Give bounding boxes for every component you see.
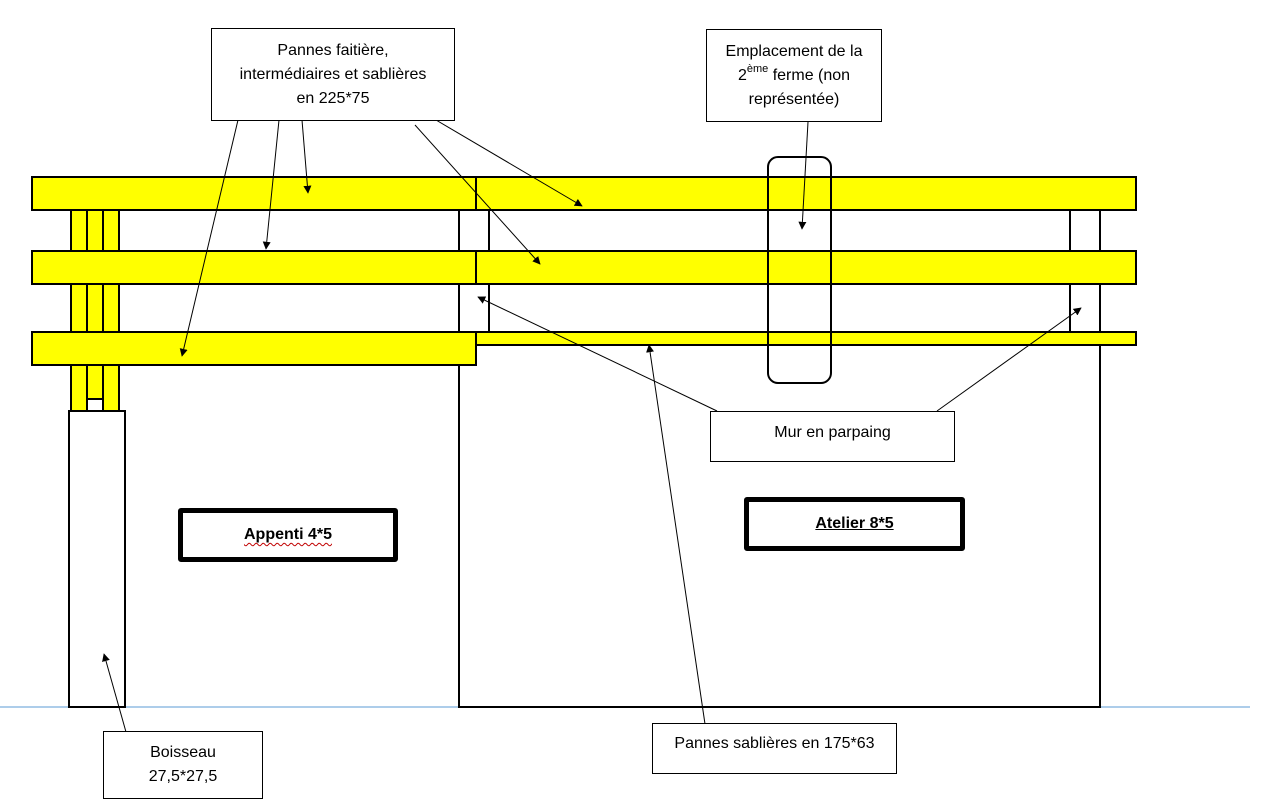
- callout-ferme-line-3: représentée): [748, 90, 840, 108]
- room-label-appenti-text: Appenti 4*5: [243, 526, 332, 543]
- callout-boisseau: Boisseau 27,5*27,5: [103, 731, 263, 799]
- panne-sabliere-atelier: [475, 331, 1137, 346]
- arrow-pannes-to-sabliere-appenti: [179, 119, 239, 357]
- callout-pannes-225-line-1: Pannes faitière,: [277, 41, 389, 59]
- room-label-appenti: Appenti 4*5: [178, 508, 398, 562]
- arrow-pannes-to-intermediaire-appenti: [262, 119, 280, 250]
- panne-faitiere-appenti: [31, 176, 477, 211]
- appenti-posts: [70, 194, 120, 412]
- callout-sablieres-175: Pannes sablières en 175*63: [652, 723, 897, 774]
- panne-intermediaire-atelier: [475, 250, 1137, 285]
- callout-pannes-225-line-3: en 225*75: [296, 89, 370, 107]
- arrows: [102, 119, 1082, 733]
- room-label-atelier-text: Atelier 8*5: [815, 515, 894, 532]
- wall-post-left-lower: [458, 283, 490, 333]
- arrow-pannes-to-faitiere-atelier: [435, 119, 583, 207]
- arrow-pannes-to-intermediaire-atelier: [414, 124, 541, 265]
- callout-boisseau-line-1: Boisseau: [150, 744, 216, 761]
- callout-ferme: Emplacement de la 2ème ferme (non représ…: [706, 29, 882, 122]
- callout-ferme-line-2-post: ferme (non: [768, 66, 851, 84]
- callout-ferme-line-2-sup: ème: [746, 63, 769, 76]
- callout-sablieres-175-label: Pannes sablières en 175*63: [674, 735, 875, 752]
- callout-boisseau-line-2: 27,5*27,5: [148, 768, 218, 785]
- arrow-mur-left: [477, 296, 718, 412]
- panne-sabliere-appenti: [31, 331, 477, 366]
- callout-ferme-line-2: 2ème ferme (non: [707, 64, 881, 88]
- arrow-pannes-to-faitiere-appenti: [301, 119, 312, 194]
- callout-mur-parpaing: Mur en parpaing: [710, 411, 955, 462]
- ferme-location-outline: [767, 156, 832, 384]
- arrow-mur-right: [936, 307, 1082, 412]
- callout-ferme-line-2-pre: 2: [737, 66, 747, 84]
- callout-mur-parpaing-label: Mur en parpaing: [774, 424, 891, 441]
- arrow-sabliere-175: [646, 344, 706, 725]
- callout-pannes-225-line-2: intermédiaires et sablières: [239, 65, 427, 83]
- wall-post-right-lower: [1069, 283, 1101, 333]
- arrow-boisseau: [102, 653, 127, 733]
- callout-pannes-225: Pannes faitière, intermédiaires et sabli…: [211, 28, 455, 121]
- room-label-atelier: Atelier 8*5: [744, 497, 965, 551]
- callout-ferme-line-1: Emplacement de la: [725, 42, 863, 60]
- chimney-boisseau: [68, 410, 126, 708]
- arrow-ferme: [798, 121, 809, 230]
- panne-faitiere-atelier: [475, 176, 1137, 211]
- wall-post-left-upper: [458, 209, 490, 253]
- panne-intermediaire-appenti: [31, 250, 477, 285]
- wall-post-right-upper: [1069, 209, 1101, 253]
